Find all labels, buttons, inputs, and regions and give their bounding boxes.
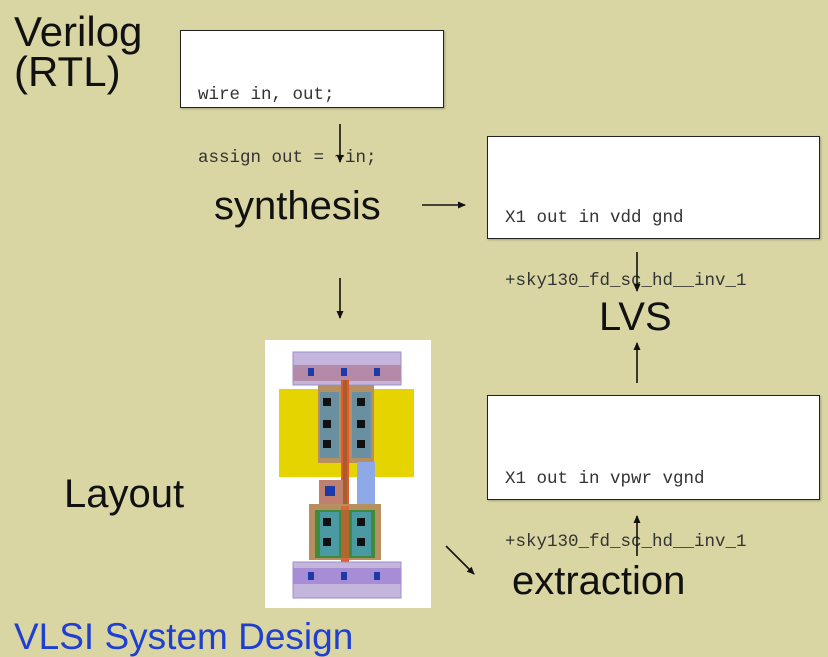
output-interconnect <box>357 462 375 510</box>
verilog-label-line1: Verilog <box>14 8 143 55</box>
footer-branding: VLSI System Design <box>14 616 354 657</box>
verilog-code-line: assign out = ~in; <box>198 148 377 168</box>
poly-gate <box>341 380 349 565</box>
extracted-netlist-box: X1 out in vpwr vgnd +sky130_fd_sc_hd__in… <box>487 395 820 552</box>
netlist-code-line: X1 out in vdd gnd <box>505 208 684 228</box>
extraction-label: extraction <box>512 559 686 603</box>
verilog-label-line2: (RTL) <box>14 48 121 95</box>
lvs-label: LVS <box>599 295 672 339</box>
verilog-code-box: wire in, out; assign out = ~in; <box>180 30 444 168</box>
extracted-code-line: X1 out in vpwr vgnd <box>505 469 705 489</box>
layout-label: Layout <box>64 472 185 516</box>
inverter-layout-drawing <box>279 351 414 599</box>
inverter-layout-image <box>265 340 431 608</box>
verilog-rtl-label: Verilog (RTL) <box>14 8 143 95</box>
verilog-code-line: wire in, out; <box>198 85 335 105</box>
netlist-code-line: +sky130_fd_sc_hd__inv_1 <box>505 271 747 291</box>
synthesized-netlist-box: X1 out in vdd gnd +sky130_fd_sc_hd__inv_… <box>487 136 820 291</box>
extracted-code-line: +sky130_fd_sc_hd__inv_1 <box>505 532 747 552</box>
synthesis-label: synthesis <box>214 184 381 228</box>
arrow-layout-to-extraction <box>445 545 475 575</box>
